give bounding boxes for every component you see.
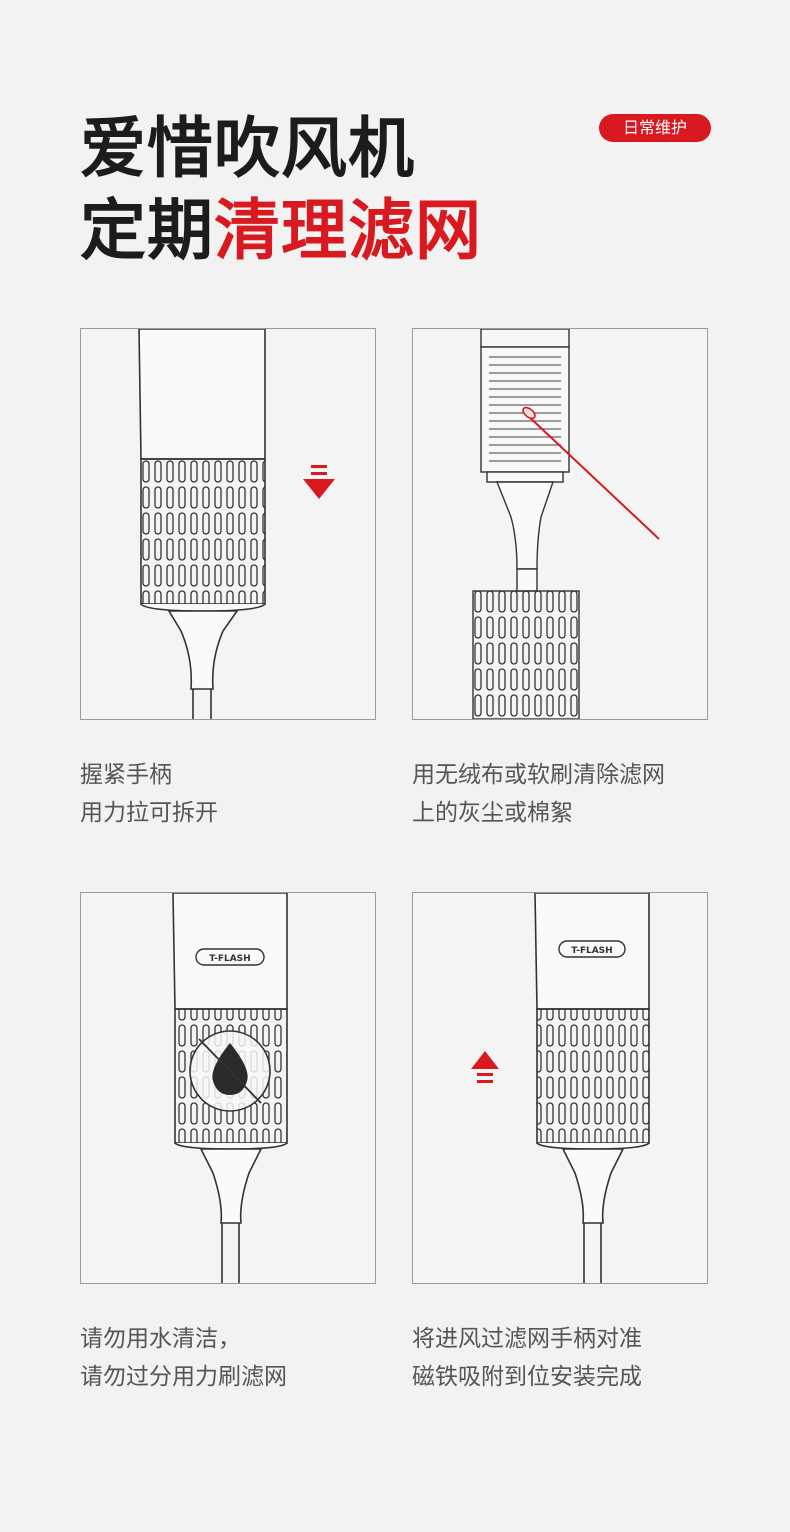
hair-dryer-handle	[138, 329, 266, 719]
hair-dryer-handle: T-FLASH	[534, 893, 650, 1283]
swab-tool	[522, 406, 660, 540]
category-badge: 日常维护	[599, 114, 711, 142]
arrow-down-icon	[303, 465, 335, 499]
page-title: 爱惜吹风机 定期清理滤网	[80, 108, 482, 272]
step-2-line-2: 上的灰尘或棉絮	[412, 800, 573, 826]
step-1-line-2: 用力拉可拆开	[80, 800, 218, 826]
step-2-caption: 用无绒布或软刷清除滤网 上的灰尘或棉絮	[412, 756, 665, 832]
step-2-illustration	[412, 328, 708, 720]
title-line-1: 爱惜吹风机	[80, 110, 415, 187]
brand-label: T-FLASH	[209, 954, 250, 964]
step-1-line-1: 握紧手柄	[80, 762, 172, 788]
filter-mesh	[480, 329, 570, 592]
step-4-caption: 将进风过滤网手柄对准 磁铁吸附到位安装完成	[412, 1320, 642, 1396]
step-3-line-1: 请勿用水清洁，	[80, 1326, 241, 1352]
step-1-illustration	[80, 328, 376, 720]
step-4-line-2: 磁铁吸附到位安装完成	[412, 1364, 642, 1390]
step-1-caption: 握紧手柄 用力拉可拆开	[80, 756, 218, 832]
step-3-caption: 请勿用水清洁， 请勿过分用力刷滤网	[80, 1320, 287, 1396]
title-prefix: 定期	[80, 192, 214, 269]
no-water-icon	[189, 1030, 271, 1112]
step-4-line-1: 将进风过滤网手柄对准	[412, 1326, 642, 1352]
arrow-up-icon	[471, 1051, 499, 1083]
title-line-2: 定期清理滤网	[80, 190, 482, 272]
step-3-line-2: 请勿过分用力刷滤网	[80, 1364, 287, 1390]
title-accent: 清理滤网	[214, 192, 482, 269]
step-2-line-1: 用无绒布或软刷清除滤网	[412, 762, 665, 788]
step-3-illustration: T-FLASH	[80, 892, 376, 1284]
handle-base	[472, 590, 580, 719]
brand-label: T-FLASH	[571, 946, 612, 956]
step-4-illustration: T-FLASH	[412, 892, 708, 1284]
